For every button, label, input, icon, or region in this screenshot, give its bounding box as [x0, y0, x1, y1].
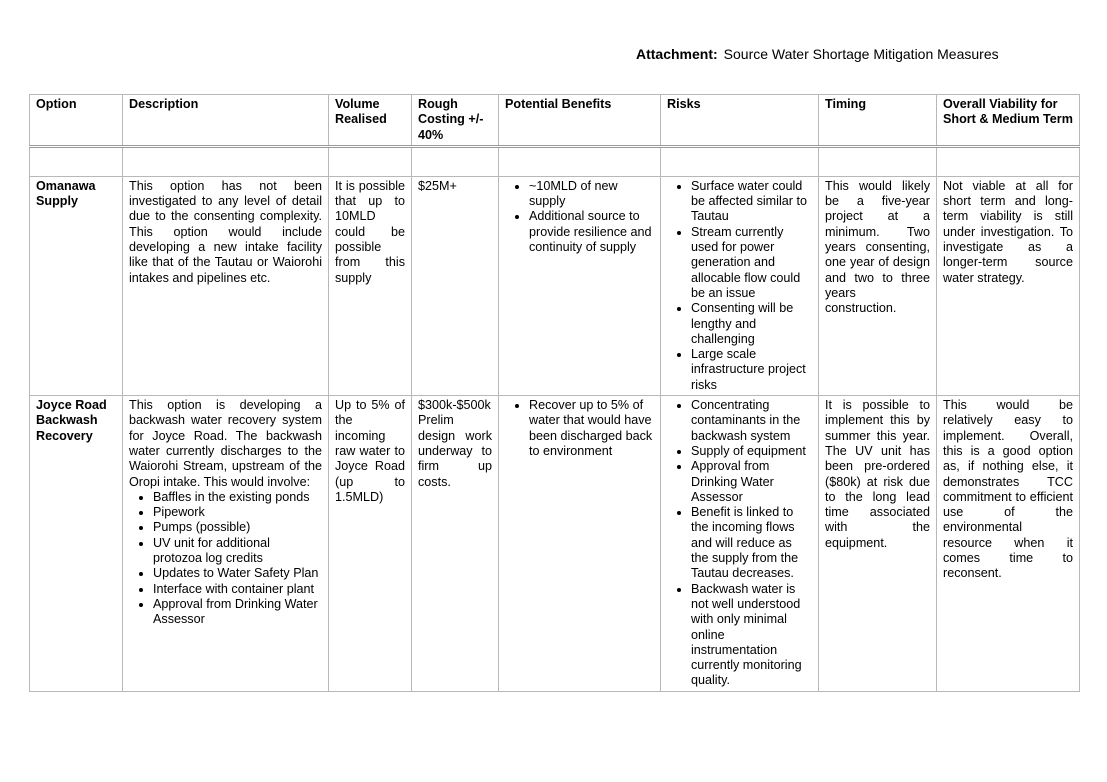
- viability-cell: Not viable at all for short term and lon…: [936, 175, 1080, 397]
- benefits-cell: ~10MLD of new supply Additional source t…: [498, 175, 661, 397]
- option-cell: Joyce Road Backwash Recovery: [29, 395, 123, 692]
- description-item: Baffles in the existing ponds: [153, 490, 322, 505]
- benefit-item: Additional source to provide resilience …: [529, 209, 654, 255]
- description-text: This option is developing a backwash wat…: [129, 398, 322, 489]
- volume-cell: It is possible that up to 10MLD could be…: [328, 175, 412, 397]
- risks-list: Surface water could be affected similar …: [667, 179, 812, 393]
- description-item: UV unit for additional protozoa log cred…: [153, 536, 322, 567]
- risk-item: Stream currently used for power generati…: [691, 225, 812, 301]
- costing-cell: $25M+: [411, 175, 499, 397]
- timing-cell: This would likely be a five-year project…: [818, 175, 937, 397]
- risk-item: Surface water could be affected similar …: [691, 179, 812, 225]
- attachment-heading: Attachment: Source Water Shortage Mitigat…: [636, 46, 999, 62]
- attachment-label: Attachment:: [636, 46, 718, 62]
- description-item: Pumps (possible): [153, 520, 322, 535]
- mitigation-table: Option Description Volume Realised Rough…: [29, 94, 1080, 692]
- col-volume: Volume Realised: [328, 94, 412, 148]
- description-list: Baffles in the existing ponds Pipework P…: [129, 490, 322, 628]
- benefits-list: ~10MLD of new supply Additional source t…: [505, 179, 654, 255]
- attachment-title: Source Water Shortage Mitigation Measure…: [723, 46, 999, 62]
- description-text: This option has not been investigated to…: [129, 178, 322, 285]
- risk-item: Large scale infrastructure project risks: [691, 347, 812, 393]
- costing-cell: $300k-$500k Prelim design work underway …: [411, 395, 499, 692]
- risk-item: Consenting will be lengthy and challengi…: [691, 301, 812, 347]
- description-item: Pipework: [153, 505, 322, 520]
- col-benefits: Potential Benefits: [498, 94, 661, 148]
- col-description: Description: [122, 94, 329, 148]
- risk-item: Backwash water is not well understood wi…: [691, 582, 812, 689]
- col-risks: Risks: [660, 94, 819, 148]
- volume-cell: Up to 5% of the incoming raw water to Jo…: [328, 395, 412, 692]
- risk-item: Benefit is linked to the incoming flows …: [691, 505, 812, 581]
- risk-item: Approval from Drinking Water Assessor: [691, 459, 812, 505]
- benefit-item: Recover up to 5% of water that would hav…: [529, 398, 654, 459]
- description-item: Approval from Drinking Water Assessor: [153, 597, 322, 628]
- col-timing: Timing: [818, 94, 937, 148]
- table-row: Omanawa Supply This option has not been …: [29, 175, 1080, 397]
- description-cell: This option is developing a backwash wat…: [122, 395, 329, 692]
- col-option: Option: [29, 94, 123, 148]
- header-row: Option Description Volume Realised Rough…: [29, 94, 1080, 148]
- col-viability: Overall Viability for Short & Medium Ter…: [936, 94, 1080, 148]
- timing-cell: It is possible to implement this by summ…: [818, 395, 937, 692]
- description-item: Interface with container plant: [153, 582, 322, 597]
- table-row: Joyce Road Backwash Recovery This option…: [29, 395, 1080, 692]
- option-cell: Omanawa Supply: [29, 175, 123, 397]
- risk-item: Concentrating contaminants in the backwa…: [691, 398, 812, 444]
- description-item: Updates to Water Safety Plan: [153, 566, 322, 581]
- description-cell: This option has not been investigated to…: [122, 175, 329, 397]
- benefit-item: ~10MLD of new supply: [529, 179, 654, 210]
- risks-cell: Surface water could be affected similar …: [660, 175, 819, 397]
- benefits-cell: Recover up to 5% of water that would hav…: [498, 395, 661, 692]
- col-costing: Rough Costing +/- 40%: [411, 94, 499, 148]
- risks-cell: Concentrating contaminants in the backwa…: [660, 395, 819, 692]
- benefits-list: Recover up to 5% of water that would hav…: [505, 398, 654, 459]
- viability-cell: This would be relatively easy to impleme…: [936, 395, 1080, 692]
- risks-list: Concentrating contaminants in the backwa…: [667, 398, 812, 689]
- spacer-row: [29, 145, 1080, 177]
- risk-item: Supply of equipment: [691, 444, 812, 459]
